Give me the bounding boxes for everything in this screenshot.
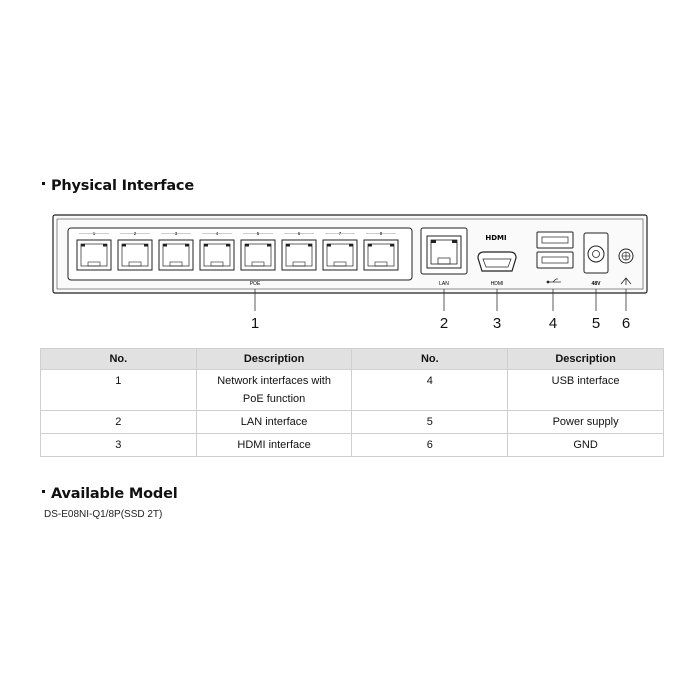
column-header-description: Description: [195, 348, 353, 370]
cell-no: 3: [40, 433, 197, 457]
power-label: 48V: [592, 281, 602, 287]
usb-ports: [536, 231, 574, 269]
heading-text: Available Model: [51, 486, 178, 502]
cell-description: HDMI interface: [195, 433, 353, 457]
cell-description-line: Network interfaces with: [217, 375, 331, 387]
cell-description: USB interface: [507, 369, 664, 411]
poe-label: POE: [250, 281, 261, 287]
poe-port-4: [199, 239, 235, 271]
callout-number-2: 2: [440, 315, 448, 332]
section-heading-available-model: Available Model: [42, 486, 178, 502]
cell-description: LAN interface: [195, 410, 353, 434]
lan-label: LAN: [439, 281, 449, 287]
callout-number-6: 6: [622, 315, 630, 332]
gnd-screw: [618, 248, 634, 264]
ground-icon: [620, 277, 632, 285]
poe-port-6: [281, 239, 317, 271]
section-heading-physical-interface: Physical Interface: [42, 178, 194, 194]
bullet-icon: [42, 181, 45, 185]
hdmi-port: [477, 251, 517, 272]
table-row: 2 LAN interface 5 Power supply: [40, 410, 664, 434]
hdmi-label: HDMI: [491, 281, 504, 287]
callout-number-1: 1: [251, 315, 259, 332]
heading-text: Physical Interface: [51, 178, 194, 194]
column-header-no: No.: [351, 348, 509, 370]
model-name: DS-E08NI-Q1/8P(SSD 2T): [44, 509, 163, 520]
hdmi-logo: HDMI: [485, 234, 506, 242]
poe-port-7: [322, 239, 358, 271]
callout-number-5: 5: [592, 315, 600, 332]
cell-no: 5: [351, 410, 509, 434]
column-header-description: Description: [507, 348, 664, 370]
table-row: 3 HDMI interface 6 GND: [40, 433, 664, 457]
table-header-row: No. Description No. Description: [40, 348, 664, 370]
bullet-icon: [42, 489, 45, 493]
power-jack: [583, 232, 609, 274]
callout-number-3: 3: [493, 315, 501, 332]
cell-description-line: PoE function: [242, 393, 306, 405]
column-header-no: No.: [40, 348, 197, 370]
poe-port-8: [363, 239, 399, 271]
cell-description: GND: [507, 433, 664, 457]
callout-number-4: 4: [549, 315, 557, 332]
cell-description: Power supply: [507, 410, 664, 434]
poe-port-3: [158, 239, 194, 271]
poe-port-5: [240, 239, 276, 271]
lan-port: [426, 235, 462, 269]
cell-no: 1: [40, 369, 197, 411]
interface-description-table: No. Description No. Description 1 Networ…: [40, 348, 664, 457]
cell-no: 2: [40, 410, 197, 434]
usb-icon: [546, 278, 561, 284]
cell-no: 6: [351, 433, 509, 457]
poe-port-2: [117, 239, 153, 271]
cell-no: 4: [351, 369, 509, 411]
poe-port-1: [76, 239, 112, 271]
callout-lines: [254, 289, 627, 311]
